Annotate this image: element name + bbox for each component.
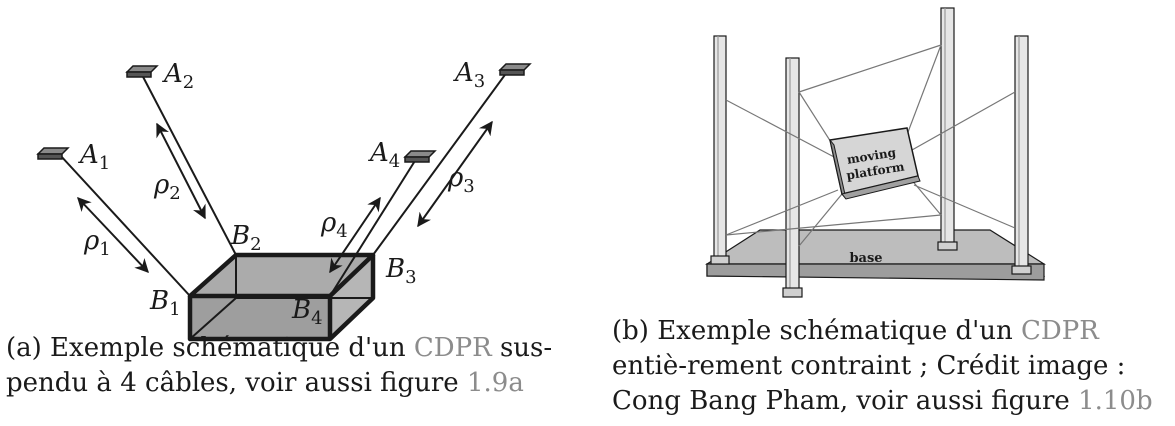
label-b2: B2 <box>230 221 262 255</box>
arrow-rho-3 <box>417 120 493 228</box>
length-arrows <box>77 120 493 274</box>
pillars <box>710 7 1032 298</box>
caption-b-middle: entiè-rement contraint ; Crédit image : … <box>612 351 1126 416</box>
caption-a-figure-ref[interactable]: 1.9a <box>466 368 524 398</box>
figure-b-illustration: base <box>704 7 1047 298</box>
caption-b-acronym[interactable]: CDPR <box>1021 316 1099 346</box>
label-rho4: ρ4 <box>320 208 348 242</box>
cable-2 <box>139 70 237 256</box>
caption-b: (b) Exemple schématique d'un CDPR entiè-… <box>612 314 1172 419</box>
arrow-rho-4 <box>329 196 381 274</box>
label-b1: B1 <box>149 286 181 320</box>
base-plate: base <box>704 229 1047 281</box>
caption-a-prefix: (a) Exemple schématique d'un <box>6 333 414 363</box>
label-b4: B4 <box>291 295 323 329</box>
point-labels: A1 A2 A3 A4 B1 B2 B3 B4 ρ1 ρ2 ρ3 ρ4 <box>78 58 485 329</box>
anchor-plate-1 <box>36 147 70 155</box>
platform-box <box>187 252 376 342</box>
label-rho3: ρ3 <box>447 163 475 197</box>
label-rho2: ρ2 <box>153 170 181 204</box>
label-a3: A3 <box>453 58 485 92</box>
figure-a-diagram: A1 A2 A3 A4 B1 B2 B3 B4 ρ1 ρ2 ρ3 ρ4 <box>36 58 532 342</box>
moving-platform: moving platform <box>829 127 921 200</box>
cable-1 <box>59 154 191 297</box>
label-a4: A4 <box>368 138 400 172</box>
label-a2: A2 <box>162 59 194 93</box>
label-rho1: ρ1 <box>83 226 111 260</box>
anchor-plate-3 <box>498 63 532 71</box>
arrow-rho-2 <box>156 122 206 220</box>
caption-b-prefix: (b) Exemple schématique d'un <box>612 316 1022 346</box>
caption-b-figure-ref[interactable]: 1.10b <box>1078 386 1153 416</box>
arrow-rho-1 <box>77 196 149 274</box>
base-label: base <box>849 251 882 266</box>
caption-a-middle: sus-pendu à 4 câbles, voir aussi figure <box>6 333 553 398</box>
label-a1: A1 <box>78 140 110 174</box>
caption-a: (a) Exemple schématique d'un CDPR sus-pe… <box>6 331 566 401</box>
anchor-plate-4 <box>403 150 437 158</box>
caption-a-acronym[interactable]: CDPR <box>413 333 492 363</box>
label-b3: B3 <box>385 254 417 288</box>
anchor-plate-2 <box>125 65 159 73</box>
